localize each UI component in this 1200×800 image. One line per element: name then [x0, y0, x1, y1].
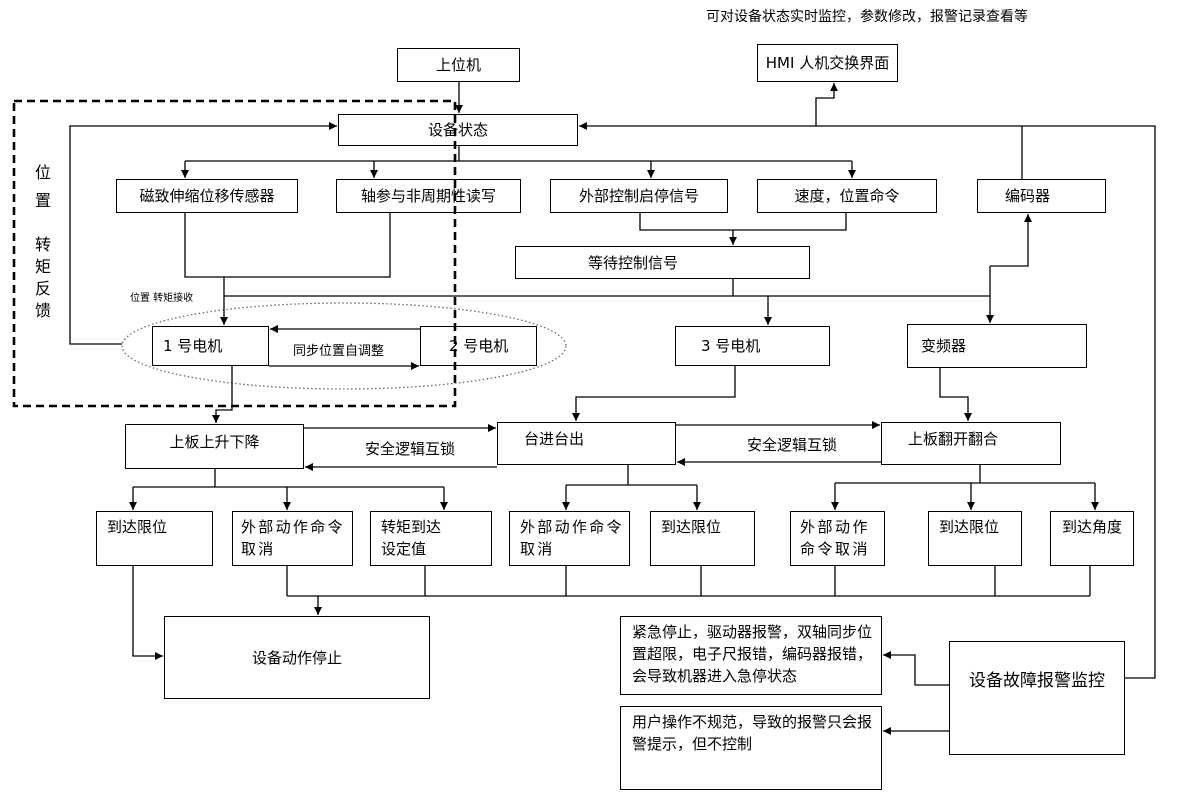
motor2-node: 2 号电机 [420, 326, 537, 366]
ext-signal-node: 外部控制启停信号 [550, 179, 728, 213]
condition-limit-3: 到达限位 [928, 511, 1022, 566]
condition-text: 转矩到达 [381, 518, 442, 536]
connector-fault-to-emergency [883, 651, 949, 686]
node-label: 速度，位置命令 [794, 187, 900, 205]
feedback-torque-label: 转矩反馈 [32, 236, 51, 324]
alarm-text: 警提示，但不控制 [632, 735, 753, 753]
table-move-node: 台进台出 [497, 422, 676, 465]
connector-stop-bus [286, 566, 1091, 597]
hmi-node: HMI 人机交换界面 [757, 44, 898, 82]
connector-table-bus [566, 465, 697, 486]
condition-cancel-2: 外部动作命令取消 [509, 511, 630, 566]
axis-rw-node: 轴参与非周期性读写 [336, 179, 521, 213]
condition-text: 外部动作 [800, 518, 871, 536]
warning-alarm-note: 用户操作不规范，导致的报警只会报警提示，但不控制 [620, 706, 882, 790]
connector-lift-bus [133, 469, 444, 488]
motor1-node: 1 号电机 [152, 326, 269, 366]
connector-limit-to-action-stop [132, 566, 163, 660]
connector-motor3-to-table [572, 366, 736, 421]
condition-text: 命令取消 [800, 540, 871, 558]
node-label: HMI 人机交换界面 [765, 54, 890, 72]
interlock-label-1: 安全逻辑互锁 [365, 440, 456, 458]
connector-flip-bus [835, 465, 1095, 484]
plate-lift-node: 上板上升下降 [125, 424, 304, 469]
motor3-node: 3 号电机 [675, 326, 830, 366]
condition-text: 外部动作命令 [241, 518, 345, 536]
action-stop-node: 设备动作停止 [164, 616, 430, 699]
top-note: 可对设备状态实时监控，参数修改，报警记录查看等 [706, 9, 1028, 25]
feedback-position-label: 位置 [32, 164, 51, 220]
emergency-alarm-note: 紧急停止，驱动器报警，双轴同步位置超限，电子尺报错，编码器报错， 会导致机器进入急… [620, 616, 882, 695]
condition-text: 取消 [241, 540, 276, 558]
host-computer-node: 上位机 [397, 48, 520, 82]
connector-inverter-to-flip [939, 368, 972, 421]
node-label: 1 号电机 [163, 337, 223, 355]
condition-text: 到达限位 [939, 518, 1000, 536]
node-label: 台进台出 [524, 430, 585, 448]
condition-text: 到达限位 [107, 518, 168, 536]
condition-text: 外部动作命令 [520, 518, 624, 536]
alarm-text: 紧急停止，驱动器报警，双轴同步位 [632, 623, 873, 641]
encoder-node: 编码器 [977, 179, 1106, 213]
node-label: 变频器 [921, 337, 967, 355]
condition-text: 设定值 [381, 540, 427, 558]
interlock-label-2: 安全逻辑互锁 [747, 436, 838, 454]
node-label: 上位机 [435, 56, 481, 74]
connector-feedback-loop [69, 122, 337, 345]
receive-label: 位置 转矩接收 [130, 293, 194, 304]
fault-monitor-node: 设备故障报警监控 [949, 641, 1125, 755]
node-label: 上板翻开翻合 [908, 430, 999, 448]
condition-text: 到达角度 [1062, 518, 1123, 536]
alarm-text: 用户操作不规范，导致的报警只会报 [632, 713, 873, 731]
node-label: 轴参与非周期性读写 [360, 187, 496, 205]
node-label: 磁致伸缩位移传感器 [139, 187, 275, 205]
connector-status-to-hmi [815, 83, 838, 126]
condition-text: 取消 [520, 540, 555, 558]
alarm-text: 会导致机器进入急停状态 [632, 667, 798, 685]
node-label: 设备状态 [427, 121, 488, 139]
node-label: 设备动作停止 [251, 648, 342, 667]
node-label: 3 号电机 [701, 337, 761, 355]
condition-text: 到达限位 [661, 518, 722, 536]
condition-cancel-3: 外部动作命令取消 [790, 511, 885, 566]
node-label: 等待控制信号 [588, 253, 679, 272]
plate-flip-node: 上板翻开翻合 [881, 422, 1061, 465]
sync-adjust-label: 同步位置自调整 [293, 344, 385, 359]
condition-limit-1: 到达限位 [96, 511, 213, 566]
alarm-text: 置超限，电子尺报错，编码器报错， [632, 645, 873, 663]
sensor-node: 磁致伸缩位移传感器 [116, 179, 298, 213]
node-label: 上板上升下降 [169, 433, 260, 451]
inverter-node: 变频器 [907, 324, 1087, 368]
connector-wait-bus [224, 279, 990, 297]
device-status-node: 设备状态 [338, 114, 578, 146]
wait-signal-node: 等待控制信号 [515, 246, 810, 279]
condition-cancel-1: 外部动作命令取消 [232, 511, 353, 566]
connector-signal-merge [639, 213, 847, 231]
condition-limit-2: 到达限位 [650, 511, 755, 566]
condition-angle: 到达角度 [1050, 511, 1134, 566]
node-label: 编码器 [1005, 187, 1051, 205]
node-label: 外部控制启停信号 [578, 187, 699, 205]
connector-inverter-to-encoder [990, 214, 1032, 267]
speed-position-node: 速度，位置命令 [757, 179, 937, 213]
connector-sensor-axis-merge [184, 213, 391, 278]
node-label: 2 号电机 [449, 337, 509, 355]
connector-motor1-to-plate-lift [212, 366, 233, 423]
condition-torque: 转矩到达设定值 [370, 511, 492, 566]
node-label: 设备故障报警监控 [969, 671, 1105, 691]
connector-status-bus [185, 146, 852, 162]
